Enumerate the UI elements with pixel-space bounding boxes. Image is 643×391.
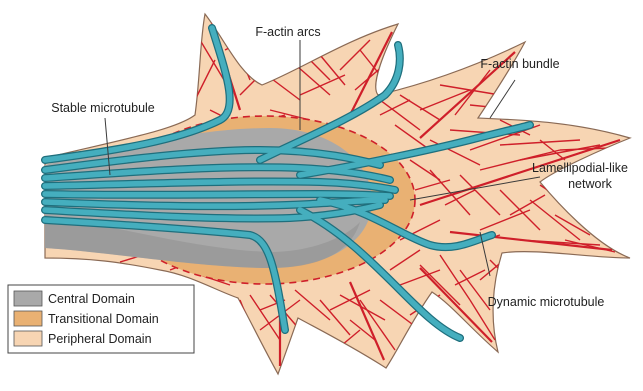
legend-swatch-peripheral bbox=[14, 331, 42, 346]
label-f-actin-bundle: F-actin bundle bbox=[480, 57, 559, 71]
label-f-actin-arcs: F-actin arcs bbox=[255, 25, 320, 39]
legend: Central Domain Transitional Domain Perip… bbox=[8, 285, 194, 353]
legend-label-central: Central Domain bbox=[48, 292, 135, 306]
legend-item-transitional: Transitional Domain bbox=[14, 311, 159, 326]
label-lamellipodial-line2: network bbox=[568, 177, 613, 191]
legend-item-peripheral: Peripheral Domain bbox=[14, 331, 152, 346]
legend-label-peripheral: Peripheral Domain bbox=[48, 332, 152, 346]
label-stable-microtubule: Stable microtubule bbox=[51, 101, 155, 115]
microtubule bbox=[45, 194, 390, 196]
label-dynamic-microtubule: Dynamic microtubule bbox=[488, 295, 605, 309]
legend-label-transitional: Transitional Domain bbox=[48, 312, 159, 326]
label-lamellipodial-line1: Lamellipodial-like bbox=[532, 161, 628, 175]
actin-filament bbox=[270, 40, 290, 75]
legend-swatch-transitional bbox=[14, 311, 42, 326]
legend-swatch-central bbox=[14, 291, 42, 306]
legend-item-central: Central Domain bbox=[14, 291, 135, 306]
actin-filament bbox=[300, 335, 330, 360]
actin-filament bbox=[225, 40, 245, 50]
